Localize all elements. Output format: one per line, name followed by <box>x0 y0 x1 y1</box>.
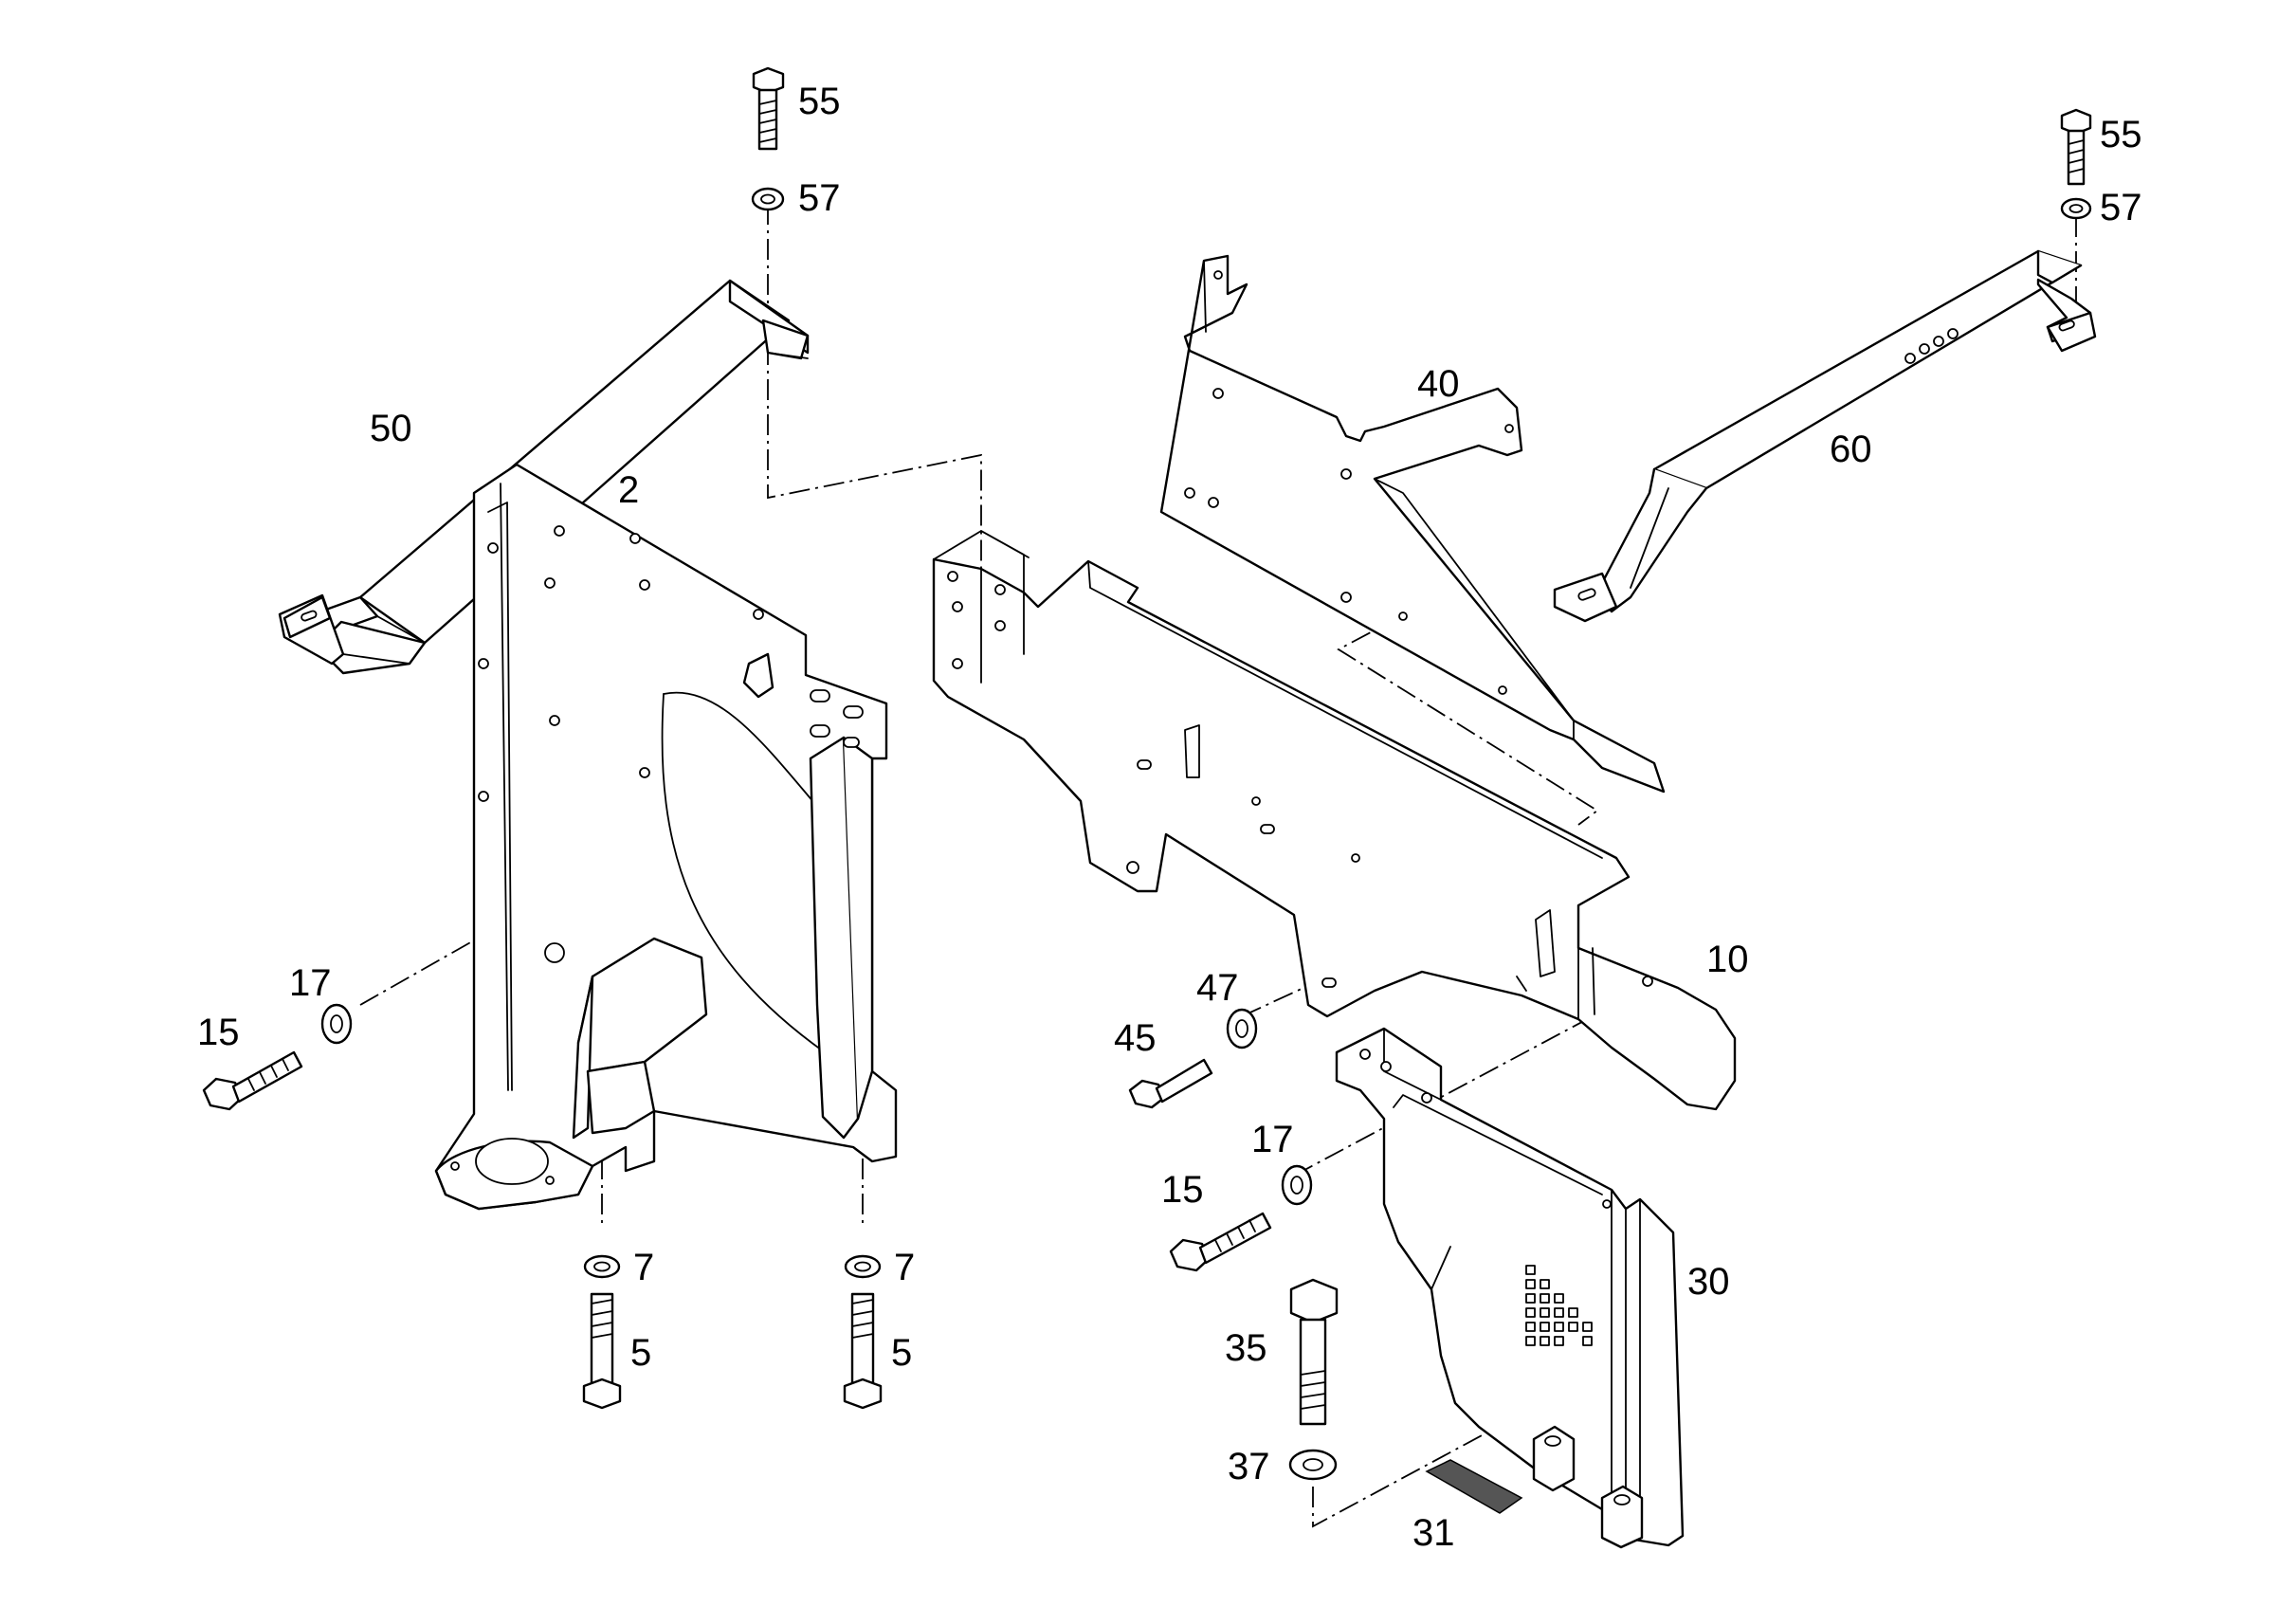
washer-17-right <box>1281 1164 1313 1206</box>
callout-55-right: 55 <box>2100 114 2142 155</box>
bolt-5-right <box>843 1292 883 1410</box>
callout-5-right: 5 <box>891 1332 912 1374</box>
callout-10: 10 <box>1706 939 1749 980</box>
part-60-handle <box>1553 249 2097 623</box>
bolt-55-right <box>2060 108 2092 186</box>
washer-17-left <box>320 1003 353 1045</box>
callout-35: 35 <box>1225 1327 1267 1369</box>
part-30-bracket <box>1335 1027 1685 1549</box>
callout-15-right: 15 <box>1161 1169 1204 1211</box>
bolt-35 <box>1289 1278 1339 1426</box>
callout-45: 45 <box>1114 1017 1157 1059</box>
callout-60: 60 <box>1830 429 1872 470</box>
bolt-15-right <box>1169 1212 1272 1272</box>
callout-7-left: 7 <box>633 1247 654 1288</box>
bolt-45 <box>1128 1058 1213 1109</box>
callout-57-left: 57 <box>798 177 841 219</box>
callout-30: 30 <box>1687 1261 1730 1303</box>
washer-7-left <box>583 1254 621 1279</box>
callout-47: 47 <box>1196 967 1239 1009</box>
callout-31: 31 <box>1412 1512 1455 1554</box>
callout-5-left: 5 <box>630 1332 651 1374</box>
part-50-handle <box>278 279 810 675</box>
bolt-5-left <box>582 1292 622 1410</box>
callout-55-left: 55 <box>798 81 841 122</box>
part-40-bracket <box>1159 254 1666 794</box>
part-31-pad <box>1425 1459 1523 1514</box>
part-2-left-plate <box>434 463 898 1211</box>
callout-2: 2 <box>618 469 639 511</box>
bolt-15-left <box>202 1050 303 1111</box>
washer-57-right <box>2060 197 2092 220</box>
washer-37 <box>1288 1449 1338 1481</box>
washer-7-right <box>844 1254 882 1279</box>
vent-grid <box>1525 1265 1593 1346</box>
callouts: 55 57 55 57 50 2 40 60 10 17 15 47 45 17… <box>197 81 2142 1554</box>
callout-7-right: 7 <box>894 1247 915 1288</box>
bolt-55-left <box>752 66 785 151</box>
callout-17-left: 17 <box>289 962 332 1004</box>
callout-37: 37 <box>1228 1446 1270 1487</box>
part-10-cross-member <box>932 530 1737 1111</box>
callout-15-left: 15 <box>197 1012 240 1053</box>
callout-40: 40 <box>1417 363 1460 405</box>
callout-50: 50 <box>370 408 412 449</box>
washer-47 <box>1226 1008 1258 1049</box>
washer-57-left <box>751 187 785 211</box>
callout-17-right: 17 <box>1251 1119 1294 1160</box>
callout-57-right: 57 <box>2100 187 2142 228</box>
